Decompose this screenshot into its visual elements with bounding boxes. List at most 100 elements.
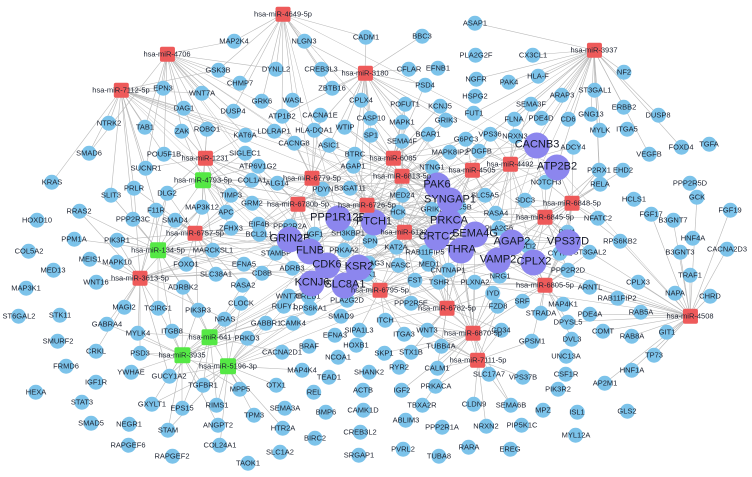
gene-node[interactable]: GUCY1A2 [151,368,187,384]
gene-node[interactable]: BIRC2 [304,430,326,446]
mirna-node[interactable]: hsa-miR-6848-5p [543,195,601,211]
gene-node[interactable]: STX1B [399,344,423,360]
gene-node[interactable]: EFNB1 [426,60,450,76]
gene-node[interactable]: EREG [499,441,521,457]
gene-node[interactable]: COL24A1 [204,437,236,453]
gene-node[interactable]: APC [218,204,234,220]
gene-node[interactable]: RPS6KB2 [603,233,637,249]
gene-node[interactable]: G6PC3 [454,131,478,147]
gene-node[interactable]: SLC38A1 [200,266,232,282]
gene-node[interactable]: SIPA1L3 [344,322,374,338]
gene-node[interactable]: GRM2 [241,195,263,211]
gene-node[interactable]: RARA [459,439,479,455]
gene-node[interactable]: NRAS [215,311,235,327]
gene-node[interactable]: STRADA [526,305,556,321]
gene-node[interactable]: SLC1A2 [266,444,294,460]
gene-node[interactable]: SMAD9 [328,308,354,324]
gene-node[interactable]: RELA [590,176,610,192]
gene-node[interactable]: RASA4 [484,205,508,221]
gene-node[interactable]: PPP2R3C [116,211,150,227]
gene-node[interactable]: PDGFB [466,143,492,159]
gene-node[interactable]: B3GAT11 [334,180,366,196]
mirna-node[interactable]: hsa-miR-6795-5p [351,282,409,298]
gene-node[interactable]: MYL12A [562,427,590,443]
mirna-node[interactable]: hsa-miR-6805-5p [516,277,574,293]
mirna-node[interactable]: hsa-miR-4508 [666,308,714,324]
gene-node[interactable]: NFATC2 [584,210,612,226]
gene-node[interactable]: SHANK2 [354,364,384,380]
hub-gene-node[interactable]: SLC8A1 [325,272,365,298]
gene-node[interactable]: CACNA2D3 [707,241,747,257]
gene-node[interactable]: MAGI2 [112,299,136,315]
gene-node[interactable]: MAPK8IP2 [432,144,468,160]
gene-node[interactable]: IGF1R [85,374,107,390]
gene-node[interactable]: DLG2 [157,185,177,201]
mirna-node[interactable]: hsa-miR-3937 [570,42,618,58]
gene-node[interactable]: KAT6A [233,127,257,143]
gene-node[interactable]: MAPK10 [102,254,132,270]
gene-node[interactable]: STK11 [49,307,71,323]
gene-node[interactable]: RPS6KA1 [293,300,327,316]
gene-node[interactable]: DUSP8 [645,107,671,123]
gene-node[interactable]: PSD4 [415,77,435,93]
hub-gene-node[interactable]: KCNJ6 [295,270,329,296]
gene-node[interactable]: CX3CL1 [519,47,547,63]
gene-node[interactable]: FOXD4 [668,139,694,155]
gene-node[interactable]: NRG1 [490,268,510,284]
gene-node[interactable]: DVL3 [563,331,581,347]
mirna-node[interactable]: hsa-miR-4793-5p [174,172,232,188]
gene-node[interactable]: GABRA4 [92,316,122,332]
gene-node[interactable]: PRKAA2 [329,242,359,258]
gene-node[interactable]: FGF17 [639,206,663,222]
mirna-node[interactable]: hsa-miR-5196-3p [199,358,257,374]
gene-node[interactable]: VPS36 [478,126,502,142]
gene-node[interactable]: BRAF [299,338,319,354]
gene-node[interactable]: GRK6 [252,93,272,109]
gene-node[interactable]: IYD [485,285,501,301]
gene-node[interactable]: NGFR [465,71,487,87]
gene-node[interactable]: HNF1A [620,362,644,378]
gene-node[interactable]: P2RX1 [587,162,611,178]
gene-node[interactable]: WNT3 [416,322,438,338]
gene-node[interactable]: PPP2R5D [673,175,707,191]
gene-node[interactable]: CD6 [560,111,576,127]
gene-node[interactable]: STAT3 [71,394,93,410]
gene-node[interactable]: ERBB2 [612,99,636,115]
gene-node[interactable]: TAOK1 [236,455,260,471]
gene-node[interactable]: SIGLEC1 [229,145,261,161]
gene-node[interactable]: HNF4A [681,230,705,246]
mirna-node[interactable]: hsa-miR-6757-5p [166,225,224,241]
gene-node[interactable]: PPP2R1A [425,419,459,435]
gene-node[interactable]: MAPK1 [389,114,415,130]
gene-node[interactable]: KRAS [42,174,62,190]
gene-node[interactable]: DAG1 [174,100,194,116]
gene-node[interactable]: PDE4A [578,306,602,322]
mirna-node[interactable]: hsa-miR-6726-5p [338,197,396,213]
gene-node[interactable]: AGAP1 [340,158,366,174]
gene-node[interactable]: TCIRG1 [144,300,172,316]
gene-node[interactable]: MED1 [419,256,439,272]
gene-node[interactable]: ITGA3 [393,326,415,342]
gene-node[interactable]: NRXN2 [473,418,499,434]
mirna-node[interactable]: hsa-miR-3613-5p [111,270,169,286]
gene-node[interactable]: WNT7A [189,85,215,101]
gene-node[interactable]: GSK3B [205,62,231,78]
gene-node[interactable]: CALM1 [424,360,450,376]
gene-node[interactable]: F11R [147,202,165,218]
mirna-node[interactable]: hsa-miR-6132 [380,224,428,240]
gene-node[interactable]: ROBO1 [194,121,220,137]
gene-node[interactable]: RAB8A [620,328,644,344]
gene-node[interactable]: RASA2 [231,277,255,293]
gene-node[interactable]: PIK3R2 [545,381,571,397]
gene-node[interactable]: MED24 [389,187,415,203]
gene-node[interactable]: SUCNR1 [131,160,161,176]
gene-node[interactable]: ST3GAL1 [579,82,611,98]
gene-node[interactable]: SMAD4 [162,212,188,228]
mirna-node[interactable]: hsa-miR-134-5p [131,242,185,258]
gene-node[interactable]: COMT [592,323,614,339]
mirna-node[interactable]: hsa-miR-6870-5p [444,325,502,341]
gene-node[interactable]: SEMA3F [516,96,546,112]
gene-node[interactable]: GRIK3 [435,112,457,128]
gene-node[interactable]: CHMP7 [227,75,253,91]
gene-node[interactable]: RAB11FIP5 [405,244,445,260]
